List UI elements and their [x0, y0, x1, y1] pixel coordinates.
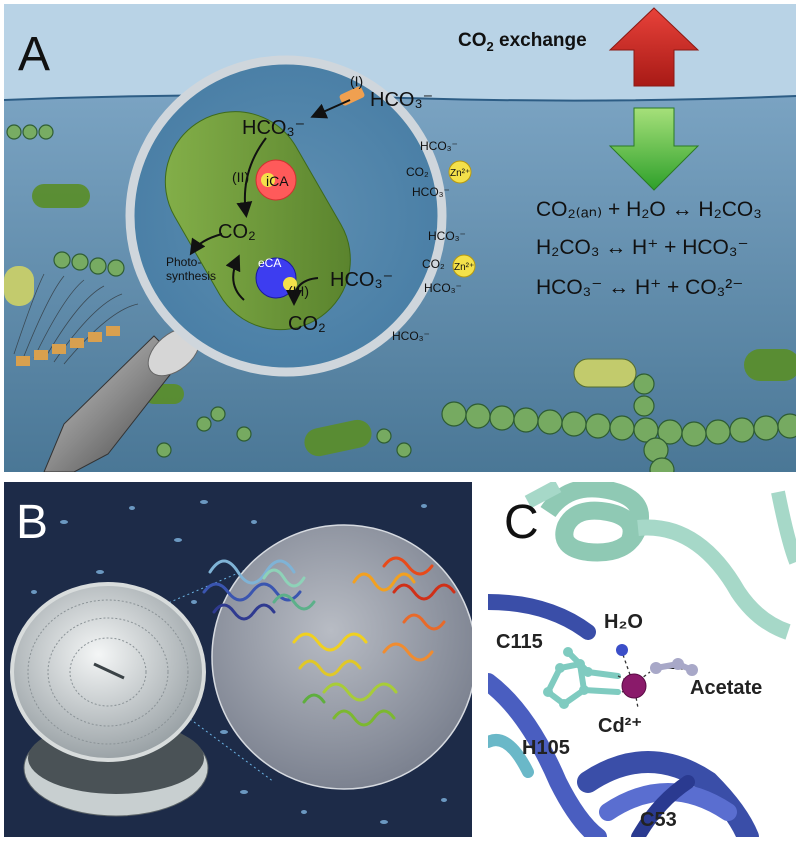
- panel-c-label: C: [504, 496, 539, 549]
- svg-text:HCO₃⁻: HCO₃⁻: [420, 139, 458, 153]
- panel-c: C H₂O C115 Acetate Cd²⁺ H105 C53: [488, 482, 796, 837]
- pathway-i-label: (I): [350, 73, 363, 89]
- photosynthesis-label-2: synthesis: [166, 269, 216, 283]
- bicarbonate-transporter: [339, 86, 365, 106]
- background-cells: [4, 124, 796, 472]
- water-label: H₂O: [604, 611, 643, 633]
- panel-b: B: [4, 482, 472, 837]
- c53-label: C53: [640, 809, 677, 831]
- algal-cell: [164, 111, 351, 331]
- panel-b-label: B: [16, 496, 48, 549]
- protein-structure: [202, 556, 456, 727]
- svg-text:CO₂: CO₂: [422, 257, 445, 271]
- hco3-cell-label: HCO₃⁻: [242, 117, 305, 139]
- free-species: HCO₃⁻ CO₂ HCO₃⁻ Zn²⁺ HCO₃⁻ CO₂ Zn²⁺ HCO₃…: [392, 139, 476, 343]
- svg-text:Zn²⁺: Zn²⁺: [450, 168, 470, 179]
- co2-exchange-label: CO2 exchange: [458, 30, 587, 54]
- equation-3: HCO₃⁻ ↔ H⁺ + CO₃²⁻: [536, 276, 743, 299]
- panel-a-label: A: [18, 28, 50, 81]
- side-chains: [544, 649, 621, 708]
- cadmium-ion: [621, 673, 647, 699]
- co2-outside-label: CO₂: [288, 313, 326, 335]
- svg-text:CO₂: CO₂: [406, 165, 429, 179]
- panel-b-illustration: B: [4, 482, 472, 837]
- pathway-ii-label: (II): [232, 169, 249, 185]
- blue-protein-coils: [488, 594, 759, 837]
- upward-exchange-arrow: [608, 7, 700, 87]
- water-oxygen: [616, 644, 628, 656]
- diatom-cell: [10, 582, 209, 817]
- protein-zoom-circle: [211, 524, 472, 790]
- equilibrium-equations: CO₂₍ₐₙ₎ + H₂O ↔ H₂CO₃ H₂CO₃ ↔ H⁺ + HCO₃⁻…: [536, 198, 762, 299]
- panel-a: A CO2 exchange HCO₃⁻ (I) HCO₃⁻ (II) iCA …: [4, 4, 796, 472]
- svg-text:HCO₃⁻: HCO₃⁻: [412, 185, 450, 199]
- panel-c-illustration: C H₂O C115 Acetate Cd²⁺ H105 C53: [488, 482, 796, 837]
- equation-2: H₂CO₃ ↔ H⁺ + HCO₃⁻: [536, 236, 749, 259]
- svg-text:HCO₃⁻: HCO₃⁻: [428, 229, 466, 243]
- co2-cell-label: CO₂: [218, 221, 256, 243]
- svg-text:HCO₃⁻: HCO₃⁻: [424, 281, 462, 295]
- water-surface: [4, 4, 796, 101]
- eca-label: eCA: [258, 256, 281, 270]
- acetate-label: Acetate: [690, 677, 762, 699]
- svg-text:Zn²⁺: Zn²⁺: [454, 262, 474, 273]
- downward-exchange-arrow: [608, 107, 700, 191]
- photosynthesis-label-1: Photo-: [166, 255, 201, 269]
- hco3-eca-label: HCO₃⁻: [330, 269, 393, 291]
- hco3-outside-label: HCO₃⁻: [370, 89, 433, 111]
- equation-1: CO₂₍ₐₙ₎ + H₂O ↔ H₂CO₃: [536, 198, 762, 221]
- panel-a-illustration: A CO2 exchange HCO₃⁻ (I) HCO₃⁻ (II) iCA …: [4, 4, 796, 472]
- h105-label: H105: [522, 737, 570, 759]
- ica-enzyme: [255, 159, 297, 201]
- pathway-iii-label: (III): [288, 283, 309, 299]
- svg-text:HCO₃⁻: HCO₃⁻: [392, 329, 430, 343]
- ica-label: iCA: [266, 173, 289, 189]
- c115-label: C115: [496, 631, 543, 653]
- cadmium-label: Cd²⁺: [598, 715, 642, 737]
- teal-helix: [524, 482, 796, 640]
